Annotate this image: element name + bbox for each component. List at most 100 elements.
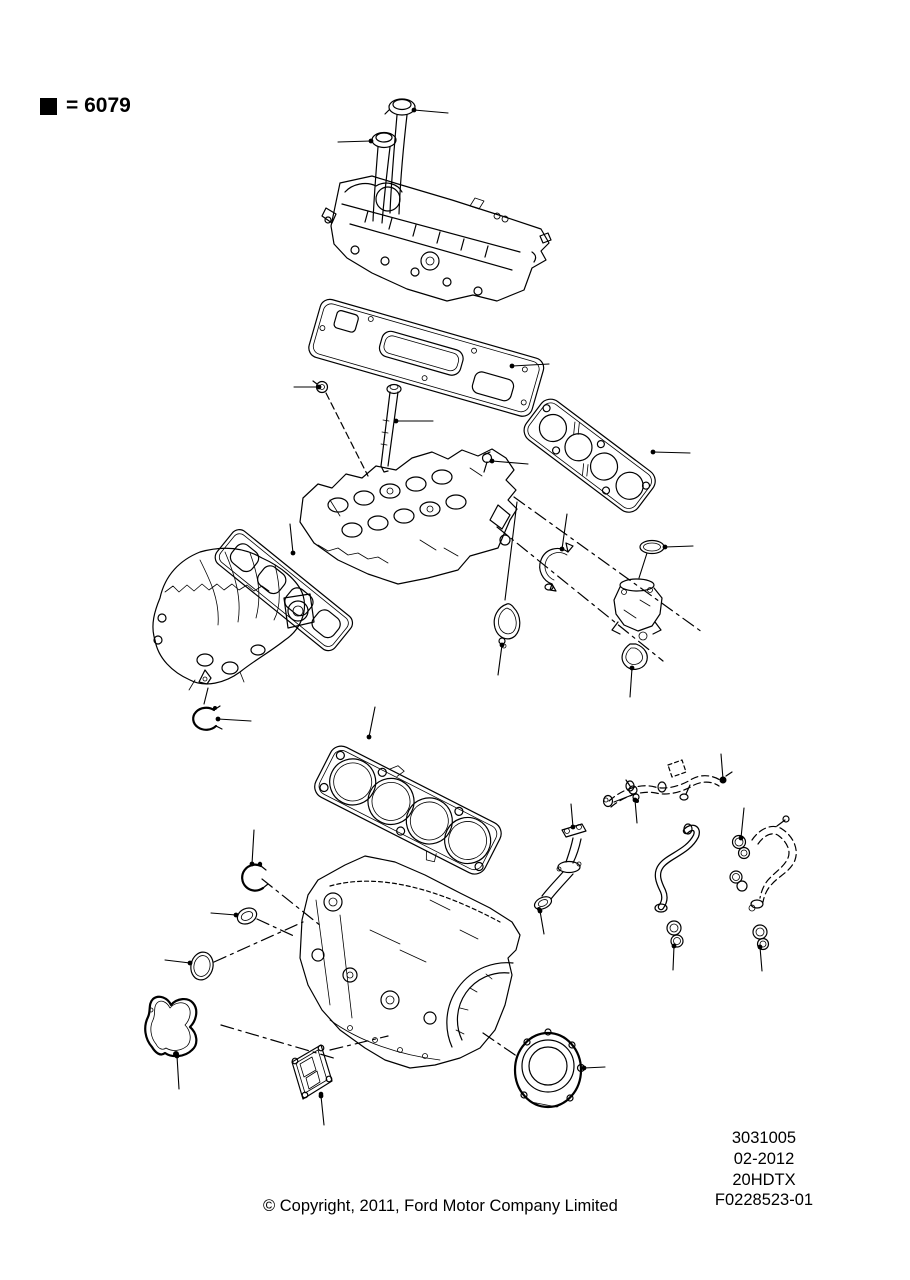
- leader-dot-thermostat-seal: [629, 665, 635, 671]
- legend-text: = 6079: [66, 94, 131, 117]
- copyright-line: © Copyright, 2011, Ford Motor Company Li…: [263, 1197, 618, 1215]
- intake-clamp-ring-part: [192, 687, 223, 731]
- rear-main-seal-part: [513, 1028, 586, 1109]
- valve-cover-part: [321, 175, 552, 302]
- leader-line-oil-filler-cap: [413, 109, 449, 114]
- leader-dot-snap-ring: [249, 861, 255, 867]
- valve-cover-gasket-part: [308, 298, 545, 417]
- leader-dot-small-stud: [489, 458, 495, 464]
- leader-dot-hose-grommet: [757, 944, 763, 950]
- small-stud-part: [481, 451, 493, 473]
- thermostat-seal-part: [621, 643, 648, 670]
- leader-line-water-pipe-bracket: [570, 803, 574, 828]
- leader-line-vent-hose: [720, 753, 724, 780]
- leader-line-fuel-hose: [740, 807, 745, 839]
- plate-gasket-part: [291, 1044, 333, 1100]
- leader-dot-breather-cap: [368, 138, 374, 144]
- leader-line-heater-hose: [672, 945, 675, 971]
- figure-code-line: F0228523-01: [714, 1191, 814, 1210]
- leader-dot-plate-gasket: [318, 1093, 324, 1099]
- explode-line-2: [496, 526, 664, 662]
- leader-dot-oil-filler-cap: [411, 107, 417, 113]
- leader-line-valve-cover-gasket: [511, 363, 550, 367]
- thermostat-housing-part: [611, 578, 663, 641]
- figure-code-line: 3031005: [731, 1129, 797, 1147]
- leader-dot-medium-o-ring: [187, 960, 193, 966]
- head-stud-bolt-part: [380, 383, 402, 473]
- figure-code-line: 02-2012: [733, 1149, 795, 1168]
- leader-line-water-outlet-seal: [497, 644, 503, 676]
- medium-o-ring-part: [190, 951, 214, 981]
- leader-line-elbow-fitting: [634, 799, 638, 824]
- figure-code-line: 20HDTX: [732, 1170, 796, 1189]
- leader-dot-rear-main-seal: [581, 1065, 587, 1071]
- leader-line-front-cover-gasket: [176, 1055, 180, 1090]
- exhaust-manifold-gasket-part: [523, 398, 656, 513]
- leader-dot-elbow-fitting: [632, 797, 638, 803]
- front-cover-gasket-part: [144, 995, 198, 1058]
- small-o-ring-part: [236, 907, 258, 925]
- leader-line-small-stud: [491, 460, 529, 465]
- explode-line-1: [513, 496, 703, 633]
- oil-filler-cap-part: [384, 98, 416, 215]
- water-outlet-seal-part: [493, 603, 521, 649]
- fuel-hose-part: [729, 815, 797, 951]
- leader-dot-water-outlet-seal: [499, 642, 505, 648]
- camshaft-bolt-part: [312, 380, 369, 477]
- vent-hose-part: [602, 759, 733, 808]
- leader-dot-head-stud-bolt: [393, 418, 399, 424]
- leader-line-medium-o-ring: [164, 959, 191, 964]
- explode-line-8: [482, 1032, 519, 1058]
- leader-dot-valve-cover-gasket: [509, 363, 515, 369]
- leader-dot-small-o-ring: [233, 912, 239, 918]
- leader-dot-intake-clamp-ring: [215, 716, 221, 722]
- legend: = 6079: [40, 94, 131, 118]
- thermostat-o-ring-part: [638, 539, 665, 579]
- explode-line-5: [213, 921, 304, 963]
- leader-line-thermostat-seal: [629, 667, 633, 698]
- explode-line-7: [329, 1035, 389, 1051]
- cylinder-head-part: [299, 448, 518, 585]
- leader-line-intake-manifold-gasket: [289, 523, 294, 554]
- leader-dot-thermostat-o-ring: [662, 544, 668, 550]
- leader-line-breather-cap: [337, 140, 372, 143]
- leader-line-plate-gasket: [320, 1095, 325, 1126]
- leader-dot-water-pipe-bracket: [570, 824, 576, 830]
- leader-line-exhaust-manifold-gasket: [652, 451, 691, 454]
- intake-manifold-part: [152, 547, 315, 691]
- leader-dot-hose-clamp: [559, 546, 565, 552]
- figure-codes: 3031005 02-2012 20HDTX F0228523-01: [664, 1128, 864, 1211]
- leader-dot-vent-hose: [720, 776, 726, 782]
- leader-dot-exhaust-manifold-gasket: [650, 449, 656, 455]
- engine-block-part: [299, 855, 521, 1069]
- leader-dot-head-gasket: [366, 734, 372, 740]
- leader-line-water-pipe: [539, 910, 545, 935]
- leader-line-hose-grommet: [759, 946, 763, 972]
- leader-line-intake-clamp-ring: [217, 718, 252, 722]
- leader-line-head-gasket: [368, 706, 376, 738]
- leader-line-rear-main-seal: [583, 1066, 606, 1069]
- explode-line-6: [220, 1024, 338, 1060]
- leader-line-small-o-ring: [210, 912, 237, 916]
- water-pipe-part: [533, 823, 587, 911]
- snap-ring-part: [241, 861, 269, 892]
- explode-line-4: [256, 918, 297, 938]
- leader-dot-fuel-hose: [738, 835, 744, 841]
- intake-manifold-gasket-part: [214, 529, 354, 652]
- breather-cap-part: [371, 131, 397, 224]
- leader-dot-front-cover-gasket: [174, 1053, 180, 1059]
- hose-clamp-part: [539, 542, 574, 592]
- leader-dot-water-pipe: [537, 908, 543, 914]
- seal-leader-line: [504, 501, 518, 601]
- leader-line-snap-ring: [251, 829, 255, 865]
- callout-marker-icon: [40, 97, 57, 115]
- leader-line-thermostat-o-ring: [664, 545, 694, 548]
- leader-line-hose-clamp: [561, 513, 568, 550]
- leader-dot-camshaft-bolt: [316, 384, 322, 390]
- leader-dot-intake-manifold-gasket: [290, 550, 296, 556]
- leader-dot-heater-hose: [671, 943, 677, 949]
- head-gasket-part: [314, 745, 502, 875]
- heater-hose-part: [654, 823, 700, 948]
